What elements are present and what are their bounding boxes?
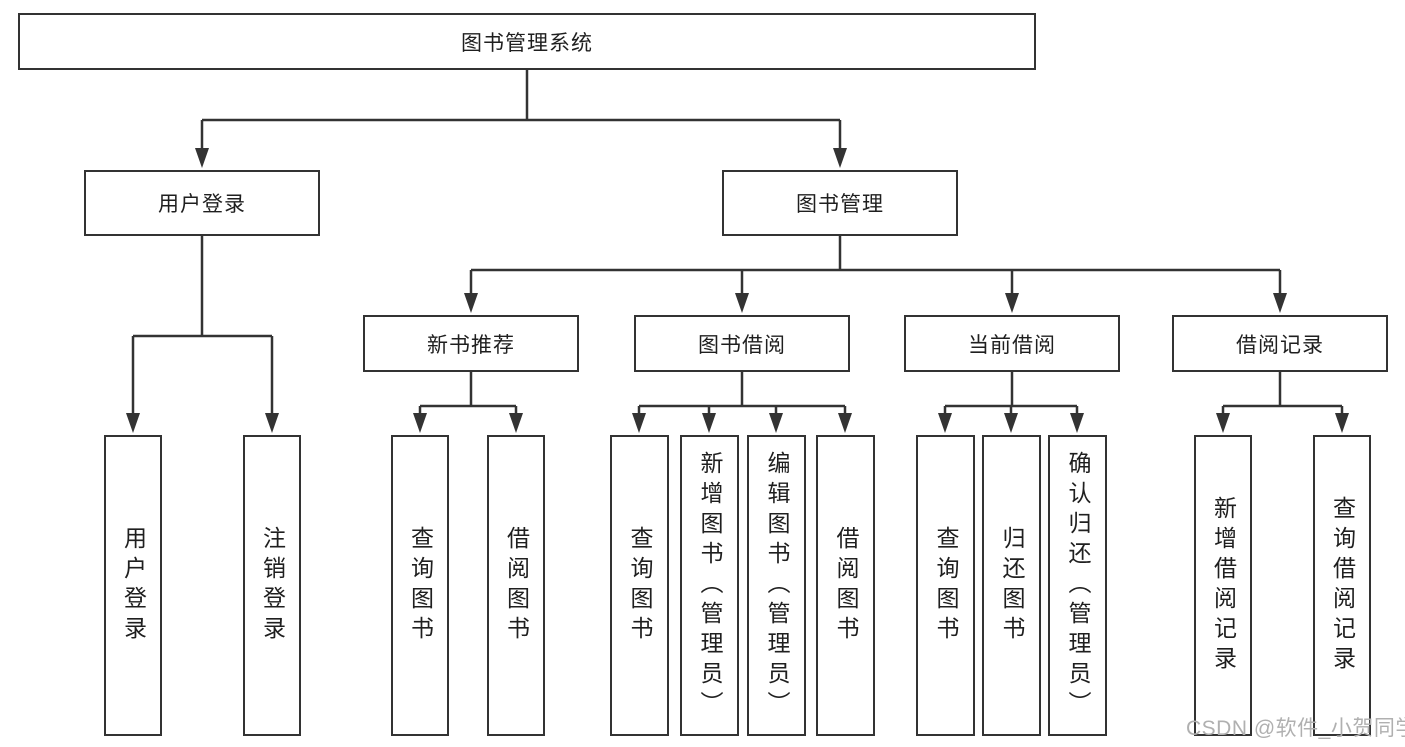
node-root-system-label: 图书管理系统: [461, 31, 593, 55]
node-leaf-bb-borrow-books-label: 借阅图书: [833, 525, 859, 646]
node-root-system: 图书管理系统: [18, 13, 1036, 70]
node-leaf-logout-label: 注销登录: [259, 525, 286, 646]
node-leaf-br-query-record-label: 查询借阅记录: [1329, 495, 1356, 676]
connector-current-borrow-children: [938, 372, 1084, 433]
node-leaf-cb-query-books: 查询图书: [916, 435, 975, 736]
node-book-mgmt-label: 图书管理: [796, 193, 884, 216]
node-leaf-nb-borrow-books: 借阅图书: [487, 435, 545, 736]
node-leaf-nb-borrow-books-label: 借阅图书: [503, 525, 530, 646]
connector-user-login-children: [126, 236, 279, 433]
node-book-mgmt: 图书管理: [722, 170, 958, 236]
connector-book-mgmt-children: [464, 236, 1287, 313]
node-current-borrow: 当前借阅: [904, 315, 1120, 372]
connector-root-to-level1: [195, 70, 847, 168]
connector-borrow-records-children: [1216, 372, 1349, 433]
node-leaf-bb-edit-books-admin-label: 编辑图书（管理员）: [764, 450, 790, 721]
node-leaf-bb-query-books: 查询图书: [610, 435, 669, 736]
csdn-watermark: CSDN @软件_小贺同学: [1186, 717, 1405, 740]
node-leaf-br-add-record-label: 新增借阅记录: [1210, 495, 1237, 676]
node-borrow-records: 借阅记录: [1172, 315, 1388, 372]
node-leaf-br-add-record: 新增借阅记录: [1194, 435, 1252, 736]
node-new-books: 新书推荐: [363, 315, 579, 372]
node-leaf-cb-confirm-return-admin: 确认归还（管理员）: [1048, 435, 1107, 736]
node-leaf-bb-add-books-admin: 新增图书（管理员）: [680, 435, 739, 736]
node-leaf-bb-edit-books-admin: 编辑图书（管理员）: [747, 435, 806, 736]
node-leaf-bb-query-books-label: 查询图书: [627, 525, 653, 646]
node-leaf-logout: 注销登录: [243, 435, 301, 736]
node-borrow-records-label: 借阅记录: [1236, 333, 1324, 357]
node-leaf-bb-borrow-books: 借阅图书: [816, 435, 875, 736]
connector-new-books-children: [413, 372, 523, 433]
node-leaf-cb-return-books: 归还图书: [982, 435, 1041, 736]
node-book-borrow: 图书借阅: [634, 315, 850, 372]
node-leaf-cb-confirm-return-admin-label: 确认归还（管理员）: [1065, 450, 1091, 721]
node-user-login: 用户登录: [84, 170, 320, 236]
node-leaf-bb-add-books-admin-label: 新增图书（管理员）: [697, 450, 723, 721]
node-leaf-cb-query-books-label: 查询图书: [933, 525, 959, 646]
node-leaf-nb-query-books-label: 查询图书: [407, 525, 434, 646]
node-leaf-cb-return-books-label: 归还图书: [999, 525, 1025, 646]
node-user-login-label: 用户登录: [158, 193, 246, 216]
node-leaf-user-login-label: 用户登录: [120, 525, 147, 646]
connector-book-borrow-children: [632, 372, 852, 433]
node-leaf-user-login: 用户登录: [104, 435, 162, 736]
node-leaf-br-query-record: 查询借阅记录: [1313, 435, 1371, 736]
node-new-books-label: 新书推荐: [427, 333, 515, 357]
node-leaf-nb-query-books: 查询图书: [391, 435, 449, 736]
node-current-borrow-label: 当前借阅: [968, 333, 1056, 357]
node-book-borrow-label: 图书借阅: [698, 333, 786, 357]
